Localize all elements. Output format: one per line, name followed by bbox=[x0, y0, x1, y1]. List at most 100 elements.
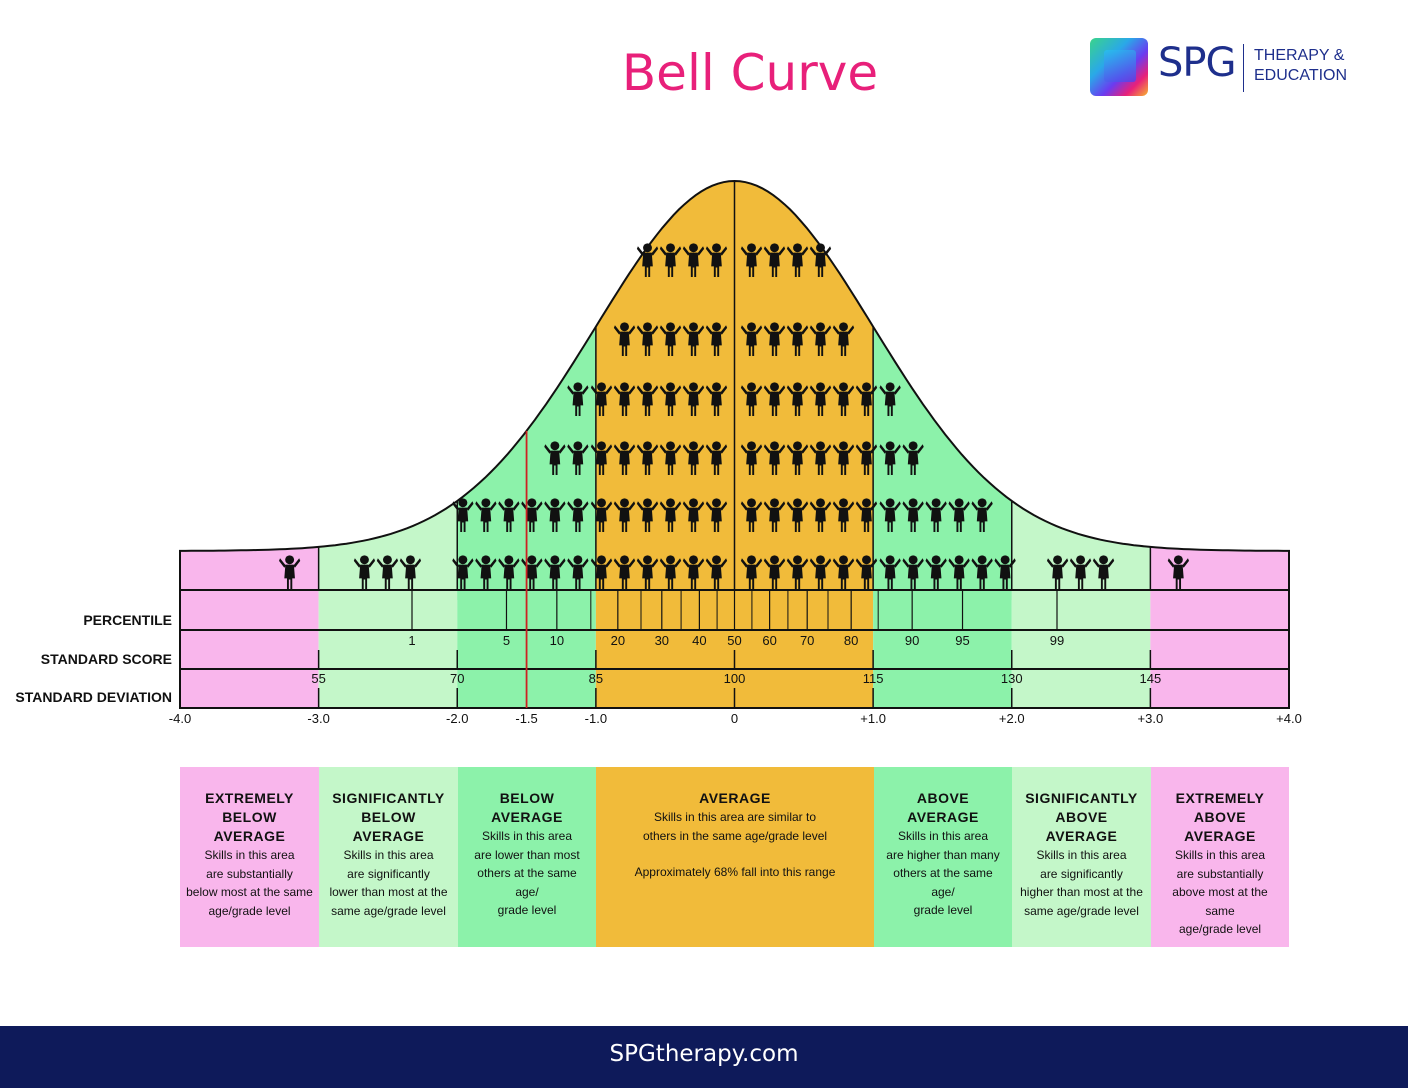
category-title: BELOW bbox=[499, 790, 555, 806]
band-area bbox=[180, 181, 319, 600]
category-description: grade level bbox=[913, 903, 973, 917]
sd-label: 0 bbox=[731, 711, 738, 726]
category-description: Skills in this area bbox=[204, 848, 295, 862]
category-description: above most at the same bbox=[1172, 885, 1268, 918]
percentile-label: 50 bbox=[727, 633, 741, 648]
sd-label: -1.5 bbox=[515, 711, 537, 726]
percentile-label: 10 bbox=[550, 633, 564, 648]
standard-score-label: 115 bbox=[863, 671, 884, 686]
table-band bbox=[873, 590, 1012, 708]
category-description: others at the same age/ bbox=[893, 866, 993, 899]
logo-brand: SPG bbox=[1158, 40, 1237, 86]
row-label-percentile: PERCENTILE bbox=[83, 612, 172, 628]
category-description: Skills in this area are similar to bbox=[653, 810, 817, 824]
sd-label: +1.0 bbox=[860, 711, 886, 726]
percentile-label: 90 bbox=[905, 633, 919, 648]
sd-label: -3.0 bbox=[307, 711, 329, 726]
grid-lines bbox=[179, 181, 1290, 709]
category-title: AVERAGE bbox=[213, 828, 286, 844]
row-label-standard-score: STANDARD SCORE bbox=[41, 651, 172, 667]
category-description: Skills in this area bbox=[897, 829, 989, 843]
category-box: EXTREMELY BELOW AVERAGE Skills in this area… bbox=[180, 767, 319, 947]
standard-score-label: 100 bbox=[724, 671, 746, 686]
table-band bbox=[1150, 590, 1289, 708]
logo-tagline-line1: THERAPY & bbox=[1254, 47, 1345, 64]
category-description: are substantially bbox=[1176, 866, 1264, 881]
category-description: below most at the same bbox=[186, 885, 313, 899]
band-area bbox=[318, 181, 458, 600]
category-title: AVERAGE bbox=[352, 828, 425, 844]
category-description: are higher than many bbox=[886, 847, 1000, 862]
category-title: BELOW bbox=[361, 809, 416, 825]
percentile-label: 60 bbox=[762, 633, 776, 648]
standard-score-label: 70 bbox=[450, 671, 464, 686]
category-description: grade level bbox=[497, 903, 557, 917]
band-area bbox=[595, 181, 735, 600]
percentile-label: 1 bbox=[408, 633, 415, 648]
percentile-label: 40 bbox=[692, 633, 706, 648]
category-description: are significantly bbox=[1040, 866, 1123, 881]
category-title: ABOVE bbox=[1193, 809, 1247, 825]
category-box: ABOVE AVERAGE Skills in this area are highe… bbox=[874, 767, 1012, 947]
category-description: are lower than most bbox=[474, 847, 580, 862]
category-note: Approximately 68% fall into this range bbox=[634, 865, 836, 879]
category-description: age/grade level bbox=[208, 903, 291, 918]
percentile-label: 99 bbox=[1050, 633, 1064, 648]
category-description: Skills in this area bbox=[481, 829, 573, 843]
percentile-label: 80 bbox=[844, 633, 858, 648]
sd-label: -1.0 bbox=[585, 711, 607, 726]
percentile-label: 20 bbox=[611, 633, 625, 648]
standard-score-label: 55 bbox=[311, 671, 325, 686]
category-box: AVERAGE Skills in this area are similar t… bbox=[596, 767, 874, 947]
page-title: Bell Curve bbox=[621, 44, 879, 102]
category-title: AVERAGE bbox=[1184, 828, 1256, 844]
category-title: ABOVE bbox=[916, 790, 970, 806]
category-description: lower than most at the bbox=[329, 885, 448, 899]
table-band bbox=[180, 590, 319, 708]
category-description: Skills in this area bbox=[343, 848, 434, 862]
category-description: are substantially bbox=[206, 866, 293, 881]
percentile-label: 5 bbox=[503, 633, 510, 648]
standard-score-label: 85 bbox=[589, 671, 603, 686]
category-description: age/grade level bbox=[1178, 922, 1262, 936]
category-title: AVERAGE bbox=[907, 809, 979, 825]
logo-tagline: THERAPY & EDUCATION bbox=[1254, 46, 1347, 86]
table-band bbox=[318, 590, 458, 708]
category-description: others in the same age/grade level bbox=[642, 828, 828, 843]
category-description: Skills in this area bbox=[1174, 848, 1266, 862]
category-title: AVERAGE bbox=[1045, 828, 1118, 844]
percentile-label: 70 bbox=[800, 633, 814, 648]
category-description: are significantly bbox=[347, 866, 430, 881]
category-description: higher than most at the bbox=[1020, 885, 1143, 899]
band-area bbox=[873, 181, 1012, 600]
bell-outline bbox=[179, 179, 1290, 591]
sd-label: +4.0 bbox=[1276, 711, 1302, 726]
category-title: AVERAGE bbox=[491, 809, 563, 825]
category-title: SIGNIFICANTLY bbox=[1025, 790, 1138, 806]
sd-label: +3.0 bbox=[1138, 711, 1164, 726]
category-legend: EXTREMELY BELOW AVERAGE Skills in this area… bbox=[180, 767, 1289, 947]
footer: SPGtherapy.com bbox=[0, 1026, 1408, 1088]
bell-curve-chart: PERCENTILE STANDARD SCORE STANDARD DEVIA… bbox=[15, 179, 1302, 726]
category-description: Skills in this area bbox=[1036, 848, 1127, 862]
category-box: SIGNIFICANTLY BELOW AVERAGE Skills in this … bbox=[319, 767, 458, 947]
category-description: others at the same age/ bbox=[477, 866, 577, 899]
row-labels: PERCENTILE STANDARD SCORE STANDARD DEVIA… bbox=[15, 612, 172, 705]
sd-label: -4.0 bbox=[169, 711, 191, 726]
logo-divider bbox=[1243, 44, 1244, 92]
footer-url[interactable]: SPGtherapy.com bbox=[609, 1041, 799, 1067]
category-title: SIGNIFICANTLY bbox=[332, 790, 445, 806]
percentile-label: 30 bbox=[655, 633, 669, 648]
category-title: EXTREMELY bbox=[205, 790, 294, 806]
logo-mark-icon bbox=[1090, 38, 1148, 96]
row-label-standard-deviation: STANDARD DEVIATION bbox=[15, 689, 172, 705]
sd-label: -2.0 bbox=[446, 711, 468, 726]
category-description: same age/grade level bbox=[331, 903, 446, 918]
category-title: AVERAGE bbox=[699, 790, 771, 806]
standard-score-label: 145 bbox=[1140, 671, 1162, 686]
category-title: BELOW bbox=[222, 809, 277, 825]
category-description: same age/grade level bbox=[1024, 903, 1139, 918]
